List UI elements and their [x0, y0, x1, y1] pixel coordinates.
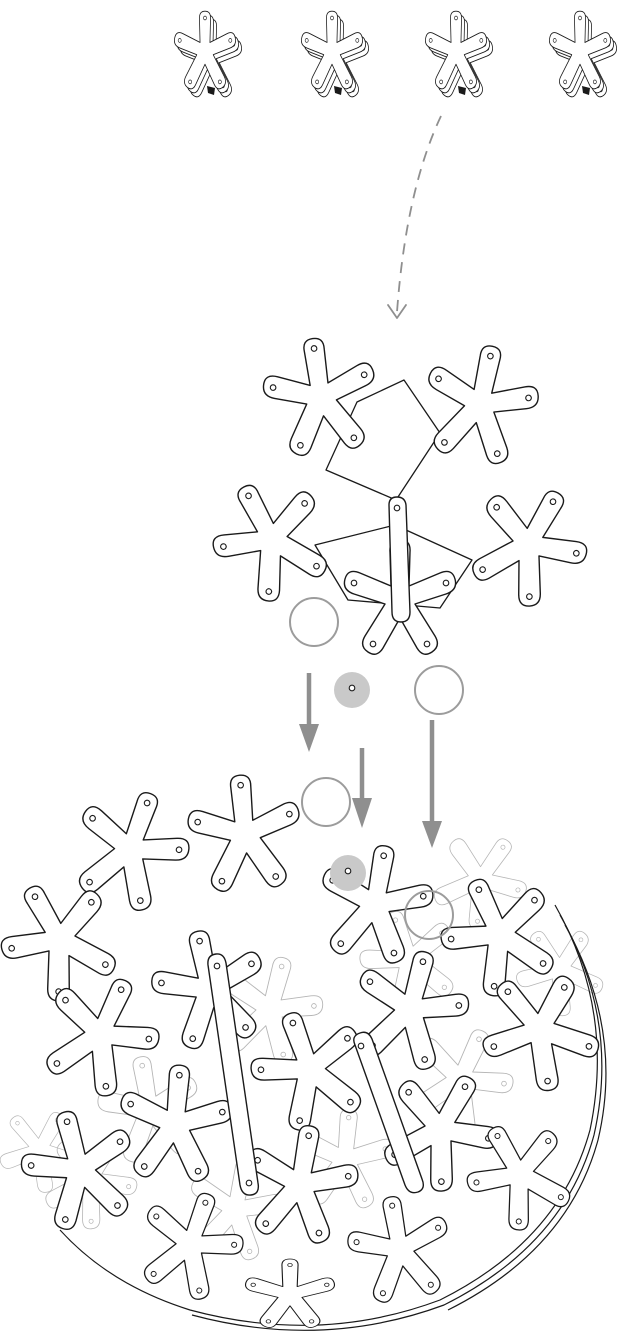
sphere-assembly [0, 770, 617, 1330]
part-stack [174, 11, 241, 97]
part-stack [301, 11, 368, 97]
part-stacks [174, 11, 616, 97]
part-cluster [195, 331, 606, 654]
joint-markers-top [290, 598, 463, 714]
part-stack [549, 11, 616, 97]
part-stack [425, 11, 492, 97]
attach-arrows [299, 673, 442, 848]
dashed-flow-arrow [388, 116, 441, 318]
